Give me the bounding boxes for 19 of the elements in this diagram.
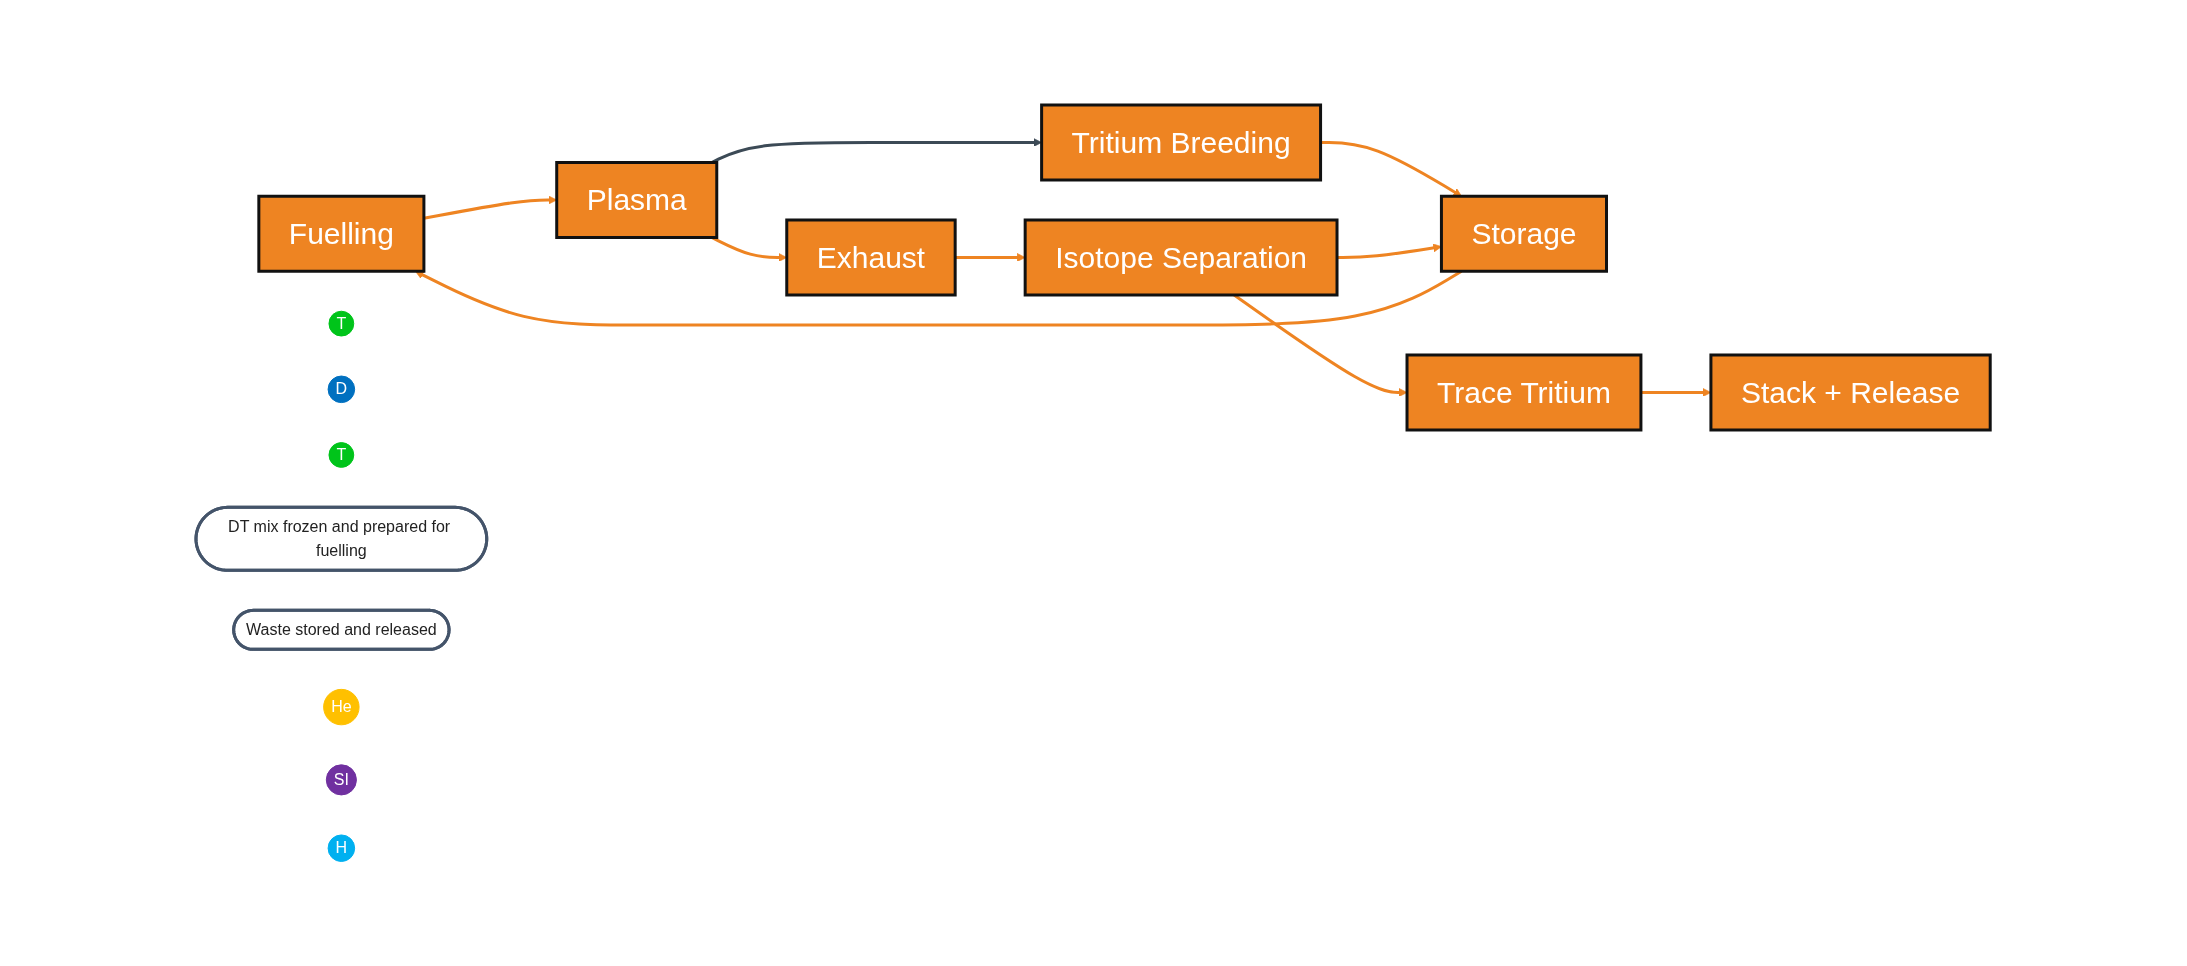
node-box: Stack + Release: [1709, 353, 1993, 432]
node-box: Fuelling: [257, 194, 426, 273]
node-circle: H: [328, 834, 356, 862]
node-circle: SI: [326, 764, 358, 796]
node-box: Storage: [1440, 194, 1609, 273]
arrow: [711, 137, 1043, 164]
arrow: [1641, 387, 1712, 397]
node-circle: D: [328, 375, 356, 403]
arrow: [424, 195, 558, 220]
node-circle: T: [328, 441, 355, 468]
node-circle: T: [328, 310, 355, 337]
node-box: Trace Tritium: [1405, 353, 1643, 432]
arrow: [955, 252, 1026, 262]
node-box: Tritium Breeding: [1040, 103, 1323, 182]
node-box: Exhaust: [785, 218, 958, 297]
node-box: Plasma: [555, 160, 719, 239]
node-circle: He: [323, 688, 360, 726]
arrow: [1320, 140, 1463, 197]
node-box: Isotope Separation: [1024, 218, 1339, 297]
